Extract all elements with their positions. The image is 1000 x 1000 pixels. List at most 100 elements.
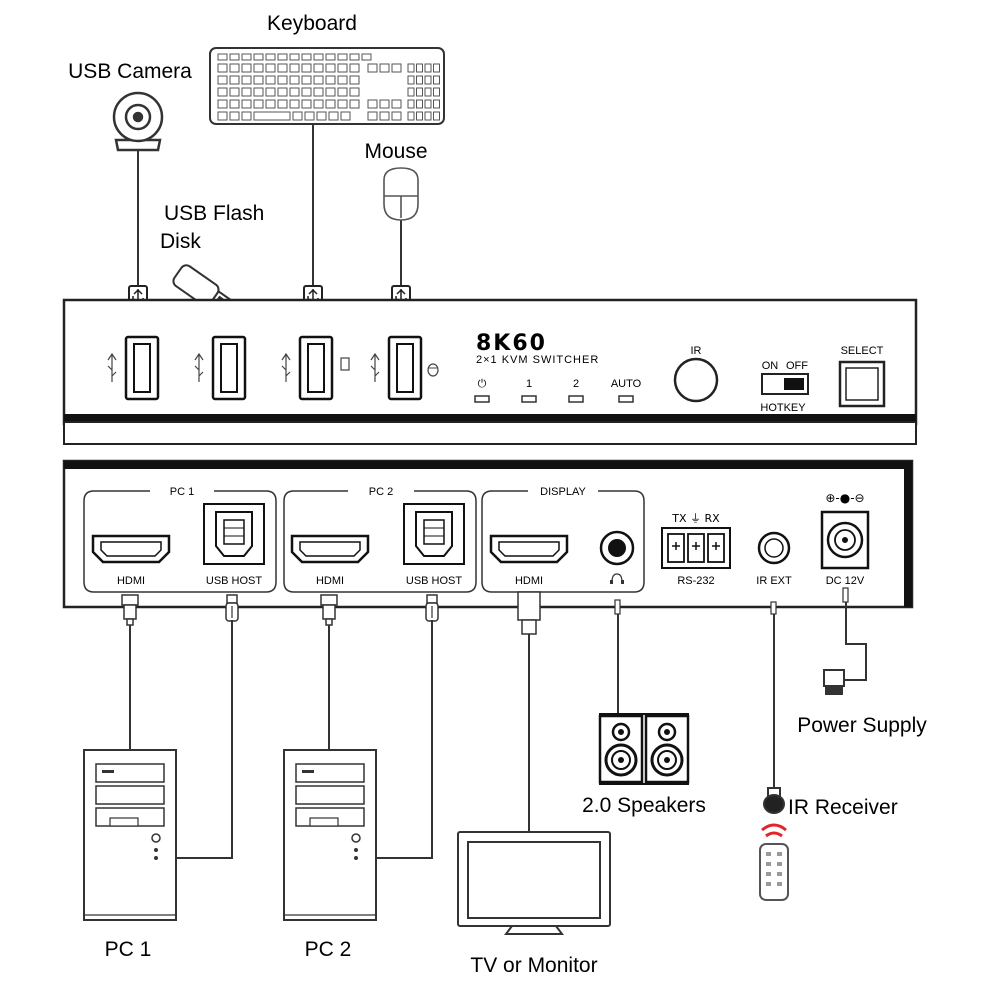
dc-jack-icon[interactable]	[820, 510, 870, 570]
keyboard-key	[241, 63, 252, 73]
led-label-power: ⏻	[478, 377, 487, 390]
rs232-label: RS-232	[677, 575, 714, 587]
keyboard-key	[277, 63, 288, 73]
keyboard-key	[316, 111, 327, 121]
keyboard-key	[407, 63, 415, 73]
keyboard-key	[241, 111, 252, 121]
keyboard-key	[289, 99, 300, 109]
keyboard-key	[313, 53, 324, 61]
keyboard-key	[424, 99, 432, 109]
keyboard-key	[325, 75, 336, 85]
keyboard-key	[349, 53, 360, 61]
keyboard-key	[349, 63, 360, 73]
keyboard-key	[407, 99, 415, 109]
keyboard-key	[241, 87, 252, 97]
dc-label: DC 12V	[826, 575, 865, 587]
keyboard-key	[253, 75, 264, 85]
status-leds	[474, 395, 634, 403]
keyboard-key	[277, 99, 288, 109]
pc2-label: PC 2	[305, 938, 352, 961]
keyboard-key	[391, 63, 402, 73]
keyboard-key	[217, 53, 228, 61]
keyboard-key	[367, 99, 378, 109]
led-label-2: 2	[573, 378, 579, 390]
keyboard-key	[313, 99, 324, 109]
keyboard-key	[416, 99, 423, 109]
keyboard-key	[433, 75, 440, 85]
keyboard-key	[265, 99, 276, 109]
keyboard-key	[229, 99, 240, 109]
keyboard-key	[241, 75, 252, 85]
keyboard-key	[416, 111, 423, 121]
mouse-icon	[383, 167, 419, 221]
keyboard-key	[407, 87, 415, 97]
keyboard-key	[301, 75, 312, 85]
pc1-label: PC 1	[105, 938, 152, 961]
keyboard-key	[349, 99, 360, 109]
mouse-port-icon	[427, 363, 439, 377]
keyboard-key	[328, 111, 339, 121]
keyboard-key	[313, 75, 324, 85]
front-panel	[62, 298, 918, 445]
keyboard-key	[217, 63, 228, 73]
keyboard-key	[424, 87, 432, 97]
rs232-terminal-icon[interactable]	[661, 527, 731, 569]
ir-label: IR	[691, 345, 702, 357]
keyboard-label: Keyboard	[267, 12, 357, 35]
keyboard-key	[361, 53, 372, 61]
keyboard-key	[289, 53, 300, 61]
audio-jack-icon[interactable]	[599, 530, 635, 566]
keyboard-port-icon	[340, 357, 350, 371]
keyboard-key	[292, 111, 303, 121]
keyboard-key	[301, 99, 312, 109]
select-button[interactable]	[838, 360, 886, 408]
keyboard-key	[265, 87, 276, 97]
keyboard-key	[379, 111, 390, 121]
keyboard-key	[325, 63, 336, 73]
keyboard-key	[337, 99, 348, 109]
keyboard-key	[277, 87, 288, 97]
keyboard-key	[325, 99, 336, 109]
keyboard-key	[217, 87, 228, 97]
keyboard-key	[325, 87, 336, 97]
keyboard-key	[217, 111, 228, 121]
ir-window	[673, 357, 719, 403]
keyboard-key	[349, 87, 360, 97]
hotkey-switch[interactable]	[761, 373, 809, 395]
monitor-icon	[457, 831, 611, 935]
keyboard-key	[217, 75, 228, 85]
port-group-frames	[83, 490, 645, 593]
mouse-label: Mouse	[364, 140, 427, 163]
keyboard-key	[253, 87, 264, 97]
power-supply-label: Power Supply	[797, 714, 927, 737]
rear-group-display-label: DISPLAY	[540, 486, 586, 498]
keyboard-key	[416, 87, 423, 97]
keyboard-key	[229, 75, 240, 85]
keyboard-key	[229, 111, 240, 121]
power-adapter-icon	[823, 669, 845, 695]
keyboard-key	[424, 75, 432, 85]
keyboard-key	[416, 75, 423, 85]
dc-polarity-label: ⊕-●-⊖	[825, 491, 864, 505]
keyboard-key	[241, 99, 252, 109]
keyboard-key	[433, 87, 440, 97]
keyboard-key	[367, 111, 378, 121]
pc-tower-icon	[83, 749, 377, 921]
pc1-usb-host-label: USB HOST	[206, 575, 263, 587]
keyboard-key	[253, 53, 264, 61]
tv-monitor-label: TV or Monitor	[470, 954, 597, 977]
keyboard-key	[304, 111, 315, 121]
hdmi-port-icon[interactable]	[91, 534, 569, 564]
keyboard-key	[325, 53, 336, 61]
hotkey-off-label: OFF	[786, 360, 808, 372]
hotkey-label: HOTKEY	[760, 402, 806, 414]
keyboard-key	[301, 53, 312, 61]
keyboard-key	[289, 63, 300, 73]
ir-receiver-label: IR Receiver	[788, 796, 898, 819]
ir-ext-label: IR EXT	[756, 575, 792, 587]
ir-receiver-icon	[763, 787, 785, 814]
display-hdmi-label: HDMI	[515, 575, 543, 587]
ir-ext-jack-icon[interactable]	[757, 531, 791, 565]
keyboard-key	[217, 99, 228, 109]
keyboard-key	[424, 111, 432, 121]
